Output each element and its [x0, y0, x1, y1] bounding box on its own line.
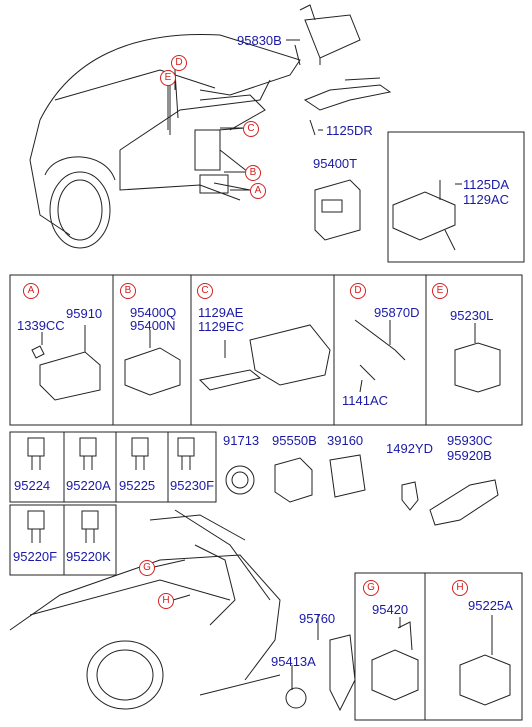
- relay-95550b-drawing: [274, 457, 313, 503]
- relay-95400t-drawing: [314, 179, 361, 241]
- clip-1492yd-drawing: [401, 481, 419, 511]
- relay-39160-drawing: [329, 454, 366, 498]
- label-95930c: 95930C: [447, 433, 493, 448]
- label-95760: 95760: [299, 611, 336, 626]
- frame-section-c: [190, 274, 335, 426]
- label-95230l: 95230L: [450, 308, 494, 323]
- section-e-letter: E: [432, 283, 448, 299]
- frame-relay-95220f: [9, 504, 65, 576]
- module-95830b-drawing: [294, 4, 361, 66]
- relay-95420-drawing: [371, 649, 419, 701]
- relay-95225a-drawing: [459, 654, 511, 706]
- callout-d: D: [171, 55, 187, 71]
- label-1492yd: 1492YD: [386, 441, 433, 456]
- callout-h: H: [158, 593, 174, 609]
- airbag-module-drawing: [39, 351, 101, 401]
- vehicle-rear-drawing: [9, 509, 281, 710]
- label-95920b: 95920B: [447, 448, 492, 463]
- label-95220a: 95220A: [66, 478, 111, 493]
- label-95400t: 95400T: [313, 156, 358, 171]
- section-d-letter: D: [350, 283, 366, 299]
- callout-b: B: [245, 165, 261, 181]
- label-95230f: 95230F: [170, 478, 215, 493]
- label-95220f: 95220F: [13, 549, 58, 564]
- label-95220k: 95220K: [66, 549, 111, 564]
- sensor-95930c-drawing: [429, 479, 499, 526]
- remote-key-drawing: [329, 634, 356, 712]
- section-c-letter: C: [197, 283, 213, 299]
- label-95225a: 95225A: [468, 598, 513, 613]
- callout-g: G: [139, 560, 155, 576]
- frame-section-e: [425, 274, 523, 426]
- label-1339cc: 1339CC: [17, 318, 65, 333]
- unit-1129ae-drawing: [249, 324, 331, 386]
- label-95400q: 95400Q: [130, 305, 177, 320]
- section-g-letter: G: [363, 580, 379, 596]
- label-95420: 95420: [372, 602, 409, 617]
- label-1129ac: 1129AC: [463, 192, 510, 207]
- grommet-91713-drawing: [225, 465, 255, 495]
- module-1125da-drawing: [392, 180, 456, 251]
- section-a-letter: A: [23, 283, 39, 299]
- relay-95230l-drawing: [454, 342, 501, 393]
- label-95413a: 95413A: [271, 654, 316, 669]
- label-95225: 95225: [119, 478, 156, 493]
- relay-glyphs: [27, 437, 195, 543]
- label-95870d: 95870D: [374, 305, 420, 320]
- sensor-95870d-drawing: [354, 319, 406, 361]
- section-h-letter: H: [452, 580, 468, 596]
- frame-module-1125da: [387, 131, 525, 263]
- label-1125dr: 1125DR: [326, 123, 373, 138]
- vehicle-front-drawing: [29, 33, 301, 249]
- bracket-drawing: [303, 77, 392, 136]
- label-1141ac: 1141AC: [342, 393, 389, 408]
- label-39160: 39160: [327, 433, 364, 448]
- battery-drawing: [285, 687, 307, 709]
- label-1125da: 1125DA: [463, 177, 510, 192]
- label-1129ae: 1129AE: [198, 305, 244, 320]
- leader-lines: [41, 39, 493, 690]
- screw-drawing: [31, 345, 45, 359]
- label-95830b: 95830B: [237, 33, 282, 48]
- callout-c: C: [243, 121, 259, 137]
- frame-section-h: [424, 572, 523, 721]
- frame-relay-95230f: [167, 431, 217, 503]
- label-91713: 91713: [223, 433, 260, 448]
- callout-a: A: [250, 183, 266, 199]
- label-95910: 95910: [66, 306, 103, 321]
- module-95400q-drawing: [124, 347, 181, 396]
- callout-e: E: [160, 70, 176, 86]
- label-95400n: 95400N: [130, 318, 176, 333]
- label-95550b: 95550B: [272, 433, 317, 448]
- label-95224: 95224: [14, 478, 51, 493]
- section-b-letter: B: [120, 283, 136, 299]
- frame-relay-95220k: [63, 504, 117, 576]
- label-1129ec: 1129EC: [198, 319, 245, 334]
